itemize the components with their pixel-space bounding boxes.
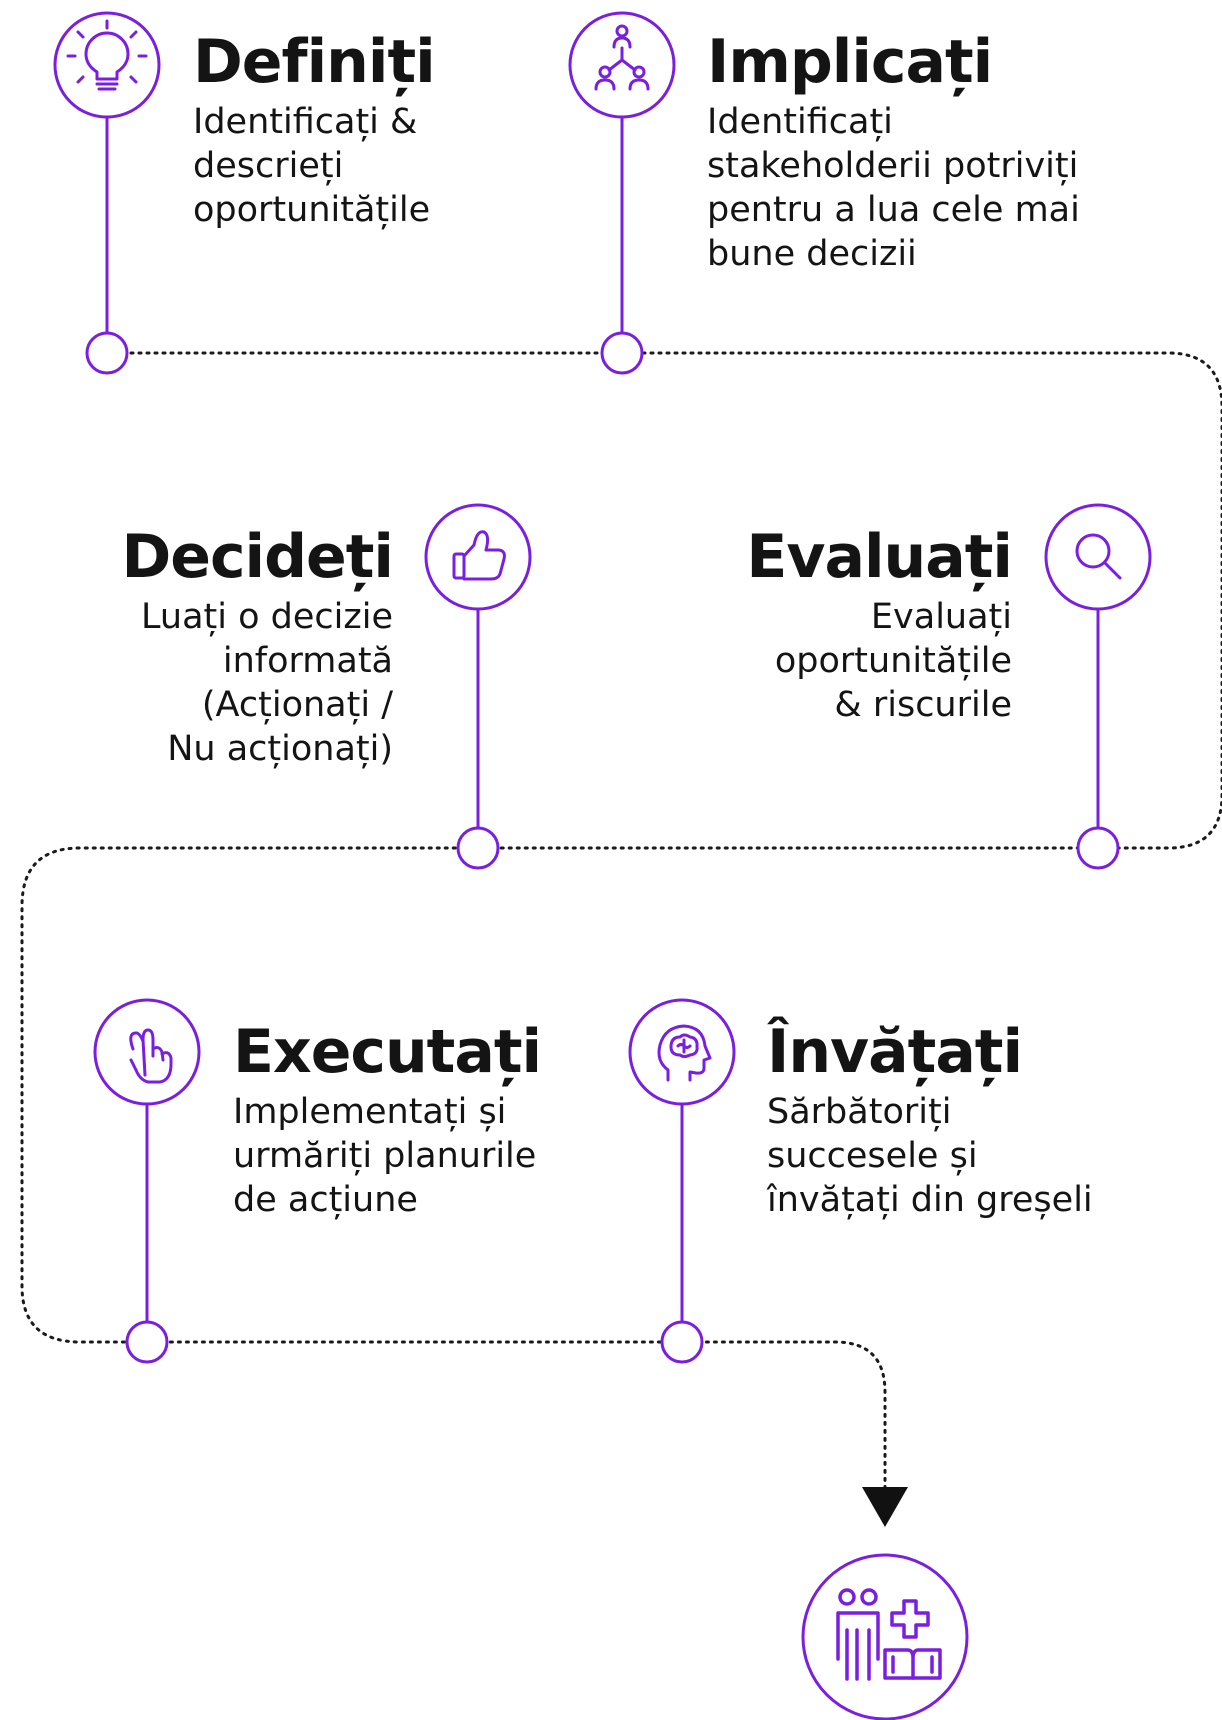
step-description: Identificați stakeholderii potriviți pen… xyxy=(707,100,1080,276)
pointing-hand-icon xyxy=(93,998,201,1106)
people-network-glyph xyxy=(594,24,650,91)
step-title: Definiți xyxy=(193,27,436,97)
timeline-node xyxy=(85,331,129,375)
magnifier-glyph xyxy=(1075,533,1122,580)
desc-line: Luați o decizie xyxy=(141,597,393,637)
desc-line: Nu acționați) xyxy=(167,729,393,769)
step-execute-marker xyxy=(93,998,201,1364)
step-execute: Executați Implementați și urmăriți planu… xyxy=(233,1017,542,1222)
dotted-flow-path xyxy=(20,351,1222,1492)
desc-line: stakeholderii potriviți xyxy=(707,146,1079,186)
desc-line: descrieți xyxy=(193,146,344,186)
step-title: Învățați xyxy=(767,1017,1023,1087)
desc-line: Evaluați xyxy=(870,597,1012,637)
desc-line: Sărbătoriți xyxy=(767,1092,952,1132)
step-define: Definiți Identificați & descrieți oportu… xyxy=(193,27,436,232)
desc-line: oportunitățile xyxy=(774,641,1012,681)
head-brain-icon xyxy=(628,998,736,1106)
desc-line: urmăriți planurile xyxy=(233,1136,537,1176)
step-title: Implicați xyxy=(707,27,993,97)
step-title: Executați xyxy=(233,1017,542,1087)
desc-line: Identificați xyxy=(707,102,893,142)
people-health-education-icon xyxy=(801,1553,969,1720)
people-health-education-glyph xyxy=(836,1588,942,1681)
magnifier-icon xyxy=(1044,503,1152,611)
timeline-node xyxy=(1076,826,1120,870)
step-description: Luați o decizie informată (Acționați / N… xyxy=(121,595,393,771)
desc-line: Identificați & xyxy=(193,102,418,142)
desc-line: bune decizii xyxy=(707,234,917,274)
step-learn: Învățați Sărbătoriți succesele și învăța… xyxy=(767,1020,1093,1222)
head-brain-glyph xyxy=(657,1024,712,1082)
desc-line: succesele și xyxy=(767,1136,978,1176)
step-define-marker xyxy=(53,11,161,375)
step-description: Identificați & descrieți oportunitățile xyxy=(193,100,435,232)
arrow-head-icon xyxy=(862,1487,908,1527)
desc-line: Implementați și xyxy=(233,1092,507,1132)
thumbs-up-icon xyxy=(424,503,532,611)
step-involve: Implicați Identificați stakeholderii pot… xyxy=(707,30,1080,276)
desc-line: informată xyxy=(222,641,393,681)
step-learn-marker xyxy=(628,998,736,1364)
step-involve-marker xyxy=(568,11,676,375)
desc-line: pentru a lua cele mai xyxy=(707,190,1080,230)
step-title: Evaluați xyxy=(746,522,1013,592)
step-decide-marker xyxy=(424,503,532,870)
step-evaluate-marker xyxy=(1044,503,1152,870)
timeline-node xyxy=(600,331,644,375)
final-outcome-marker xyxy=(801,1553,969,1720)
desc-line: învățați din greșeli xyxy=(767,1180,1093,1220)
desc-line: & riscurile xyxy=(834,685,1012,725)
desc-line: (Acționați / xyxy=(201,685,393,725)
thumbs-up-glyph xyxy=(452,530,506,581)
step-decide: Decideți Luați o decizie informată (Acți… xyxy=(121,522,394,771)
pointing-hand-glyph xyxy=(129,1028,173,1084)
timeline-node xyxy=(125,1320,169,1364)
step-title: Decideți xyxy=(121,522,394,592)
timeline-node xyxy=(456,826,500,870)
lightbulb-glyph xyxy=(66,19,148,91)
timeline-node xyxy=(660,1320,704,1364)
step-description: Implementați și urmăriți planurile de ac… xyxy=(233,1090,541,1222)
step-evaluate: Evaluați Evaluați oportunitățile & riscu… xyxy=(746,522,1013,727)
desc-line: oportunitățile xyxy=(193,190,431,230)
people-network-icon xyxy=(568,11,676,119)
desc-line: de acțiune xyxy=(233,1180,418,1220)
step-description: Sărbătoriți succesele și învățați din gr… xyxy=(767,1090,1093,1222)
step-description: Evaluați oportunitățile & riscurile xyxy=(746,595,1012,727)
